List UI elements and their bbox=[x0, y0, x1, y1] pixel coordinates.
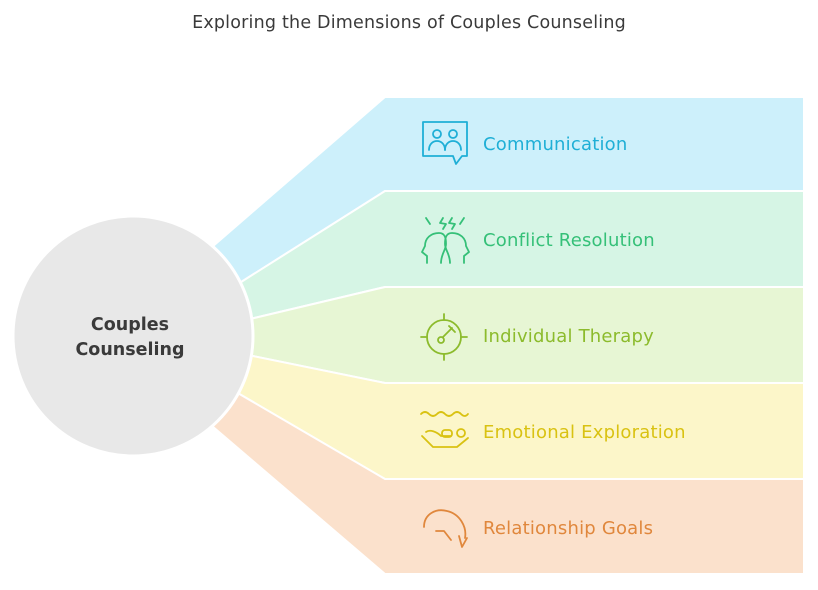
target-icon bbox=[420, 313, 468, 361]
emotion-hand-icon bbox=[420, 411, 469, 448]
label-individual-therapy: Individual Therapy bbox=[483, 326, 654, 347]
center-label-line2: Counseling bbox=[75, 340, 185, 360]
center-circle bbox=[11, 214, 255, 458]
conversation-icon bbox=[422, 121, 468, 165]
conflict-icon bbox=[421, 217, 470, 264]
diagram-title: Exploring the Dimensions of Couples Coun… bbox=[192, 13, 626, 33]
label-relationship-goals: Relationship Goals bbox=[483, 518, 654, 539]
center-label: Couples Counseling bbox=[40, 313, 220, 363]
label-conflict-resolution: Conflict Resolution bbox=[483, 230, 655, 251]
center-label-line1: Couples bbox=[90, 315, 170, 335]
goal-arrow-icon bbox=[423, 509, 468, 548]
label-emotional-exploration: Emotional Exploration bbox=[483, 422, 686, 443]
label-communication: Communication bbox=[483, 134, 628, 155]
